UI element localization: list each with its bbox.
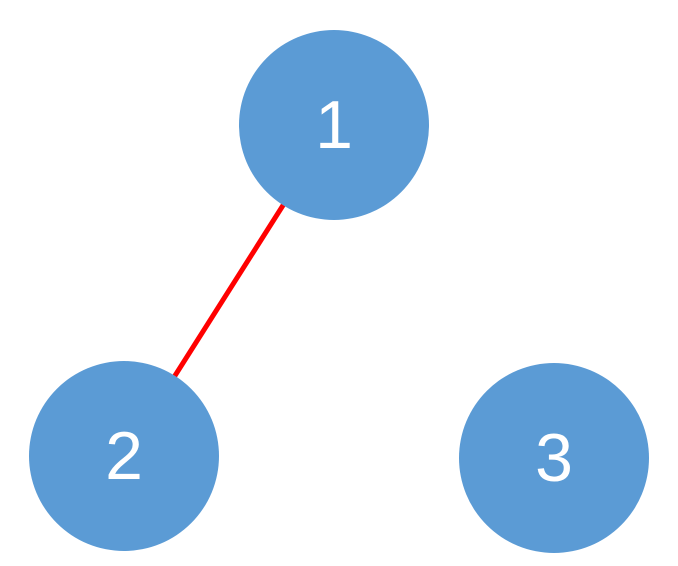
node-1[interactable]: 1 bbox=[239, 30, 429, 220]
node-1-label: 1 bbox=[315, 87, 353, 163]
node-2[interactable]: 2 bbox=[29, 361, 219, 551]
node-3-label: 3 bbox=[535, 420, 573, 496]
node-2-label: 2 bbox=[105, 418, 143, 494]
node-3[interactable]: 3 bbox=[459, 363, 649, 553]
